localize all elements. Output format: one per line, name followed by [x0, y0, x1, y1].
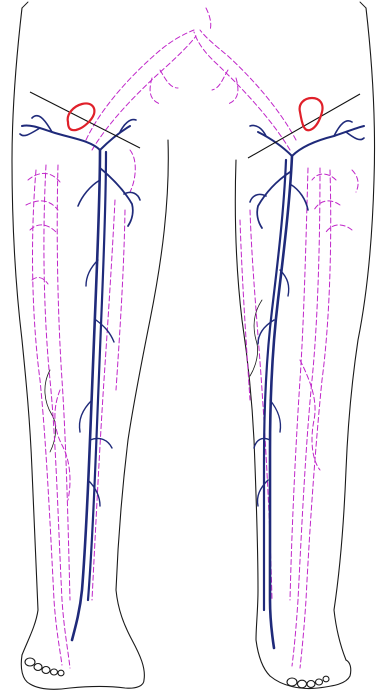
right-toes	[287, 676, 329, 688]
left-inguinal-line	[30, 92, 140, 148]
right-leg	[194, 8, 375, 689]
right-foot-outline	[270, 660, 351, 689]
left-veins	[20, 116, 140, 640]
left-great-saphenous-vein	[72, 150, 100, 640]
right-probe-icon	[300, 98, 323, 130]
torso-left-line	[22, 2, 28, 8]
left-leg-outline	[12, 8, 38, 655]
left-toes	[25, 658, 64, 676]
left-probe-icon	[68, 103, 95, 130]
left-foot-outline	[21, 655, 144, 689]
right-lymphatics	[194, 8, 358, 668]
left-leg	[12, 8, 196, 689]
left-lymphatics	[26, 30, 196, 668]
left-leg-inner-outline	[116, 140, 168, 680]
torso-right-line	[360, 2, 366, 8]
